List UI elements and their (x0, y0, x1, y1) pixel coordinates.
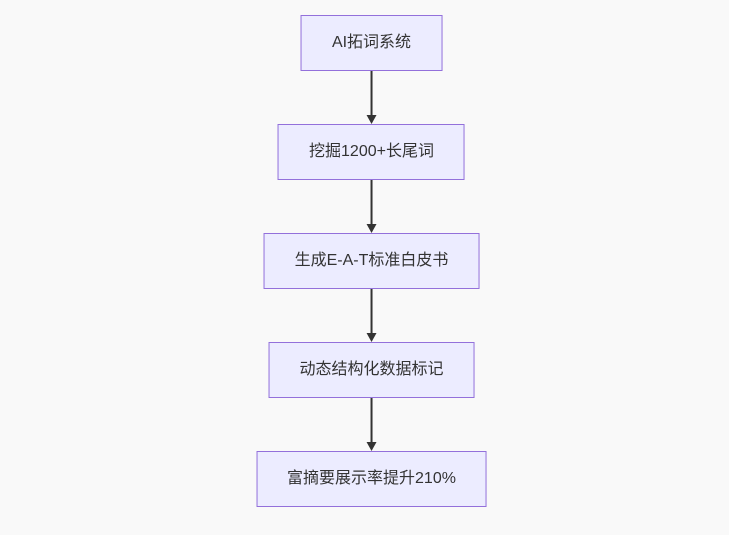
flow-edge-4 (366, 398, 377, 451)
node-eat-standard-whitepaper: 生成E-A-T标准白皮书 (263, 233, 480, 289)
node-ai-word-expansion-system: AI拓词系统 (300, 15, 443, 71)
node-dynamic-structured-data-markup: 动态结构化数据标记 (268, 342, 475, 398)
flowchart: AI拓词系统 挖掘1200+长尾词 生成E-A-T标准白皮书 动态结构化数据标记… (256, 15, 487, 507)
arrowhead-down-icon (366, 442, 377, 451)
flow-edge-2 (366, 180, 377, 233)
arrowhead-down-icon (366, 224, 377, 233)
flow-edge-3 (366, 289, 377, 342)
arrowhead-down-icon (366, 115, 377, 124)
node-longtail-keyword-mining: 挖掘1200+长尾词 (278, 124, 465, 180)
flow-edge-1 (366, 71, 377, 124)
arrowhead-down-icon (366, 333, 377, 342)
node-rich-snippet-rate-increase: 富摘要展示率提升210% (256, 451, 487, 507)
